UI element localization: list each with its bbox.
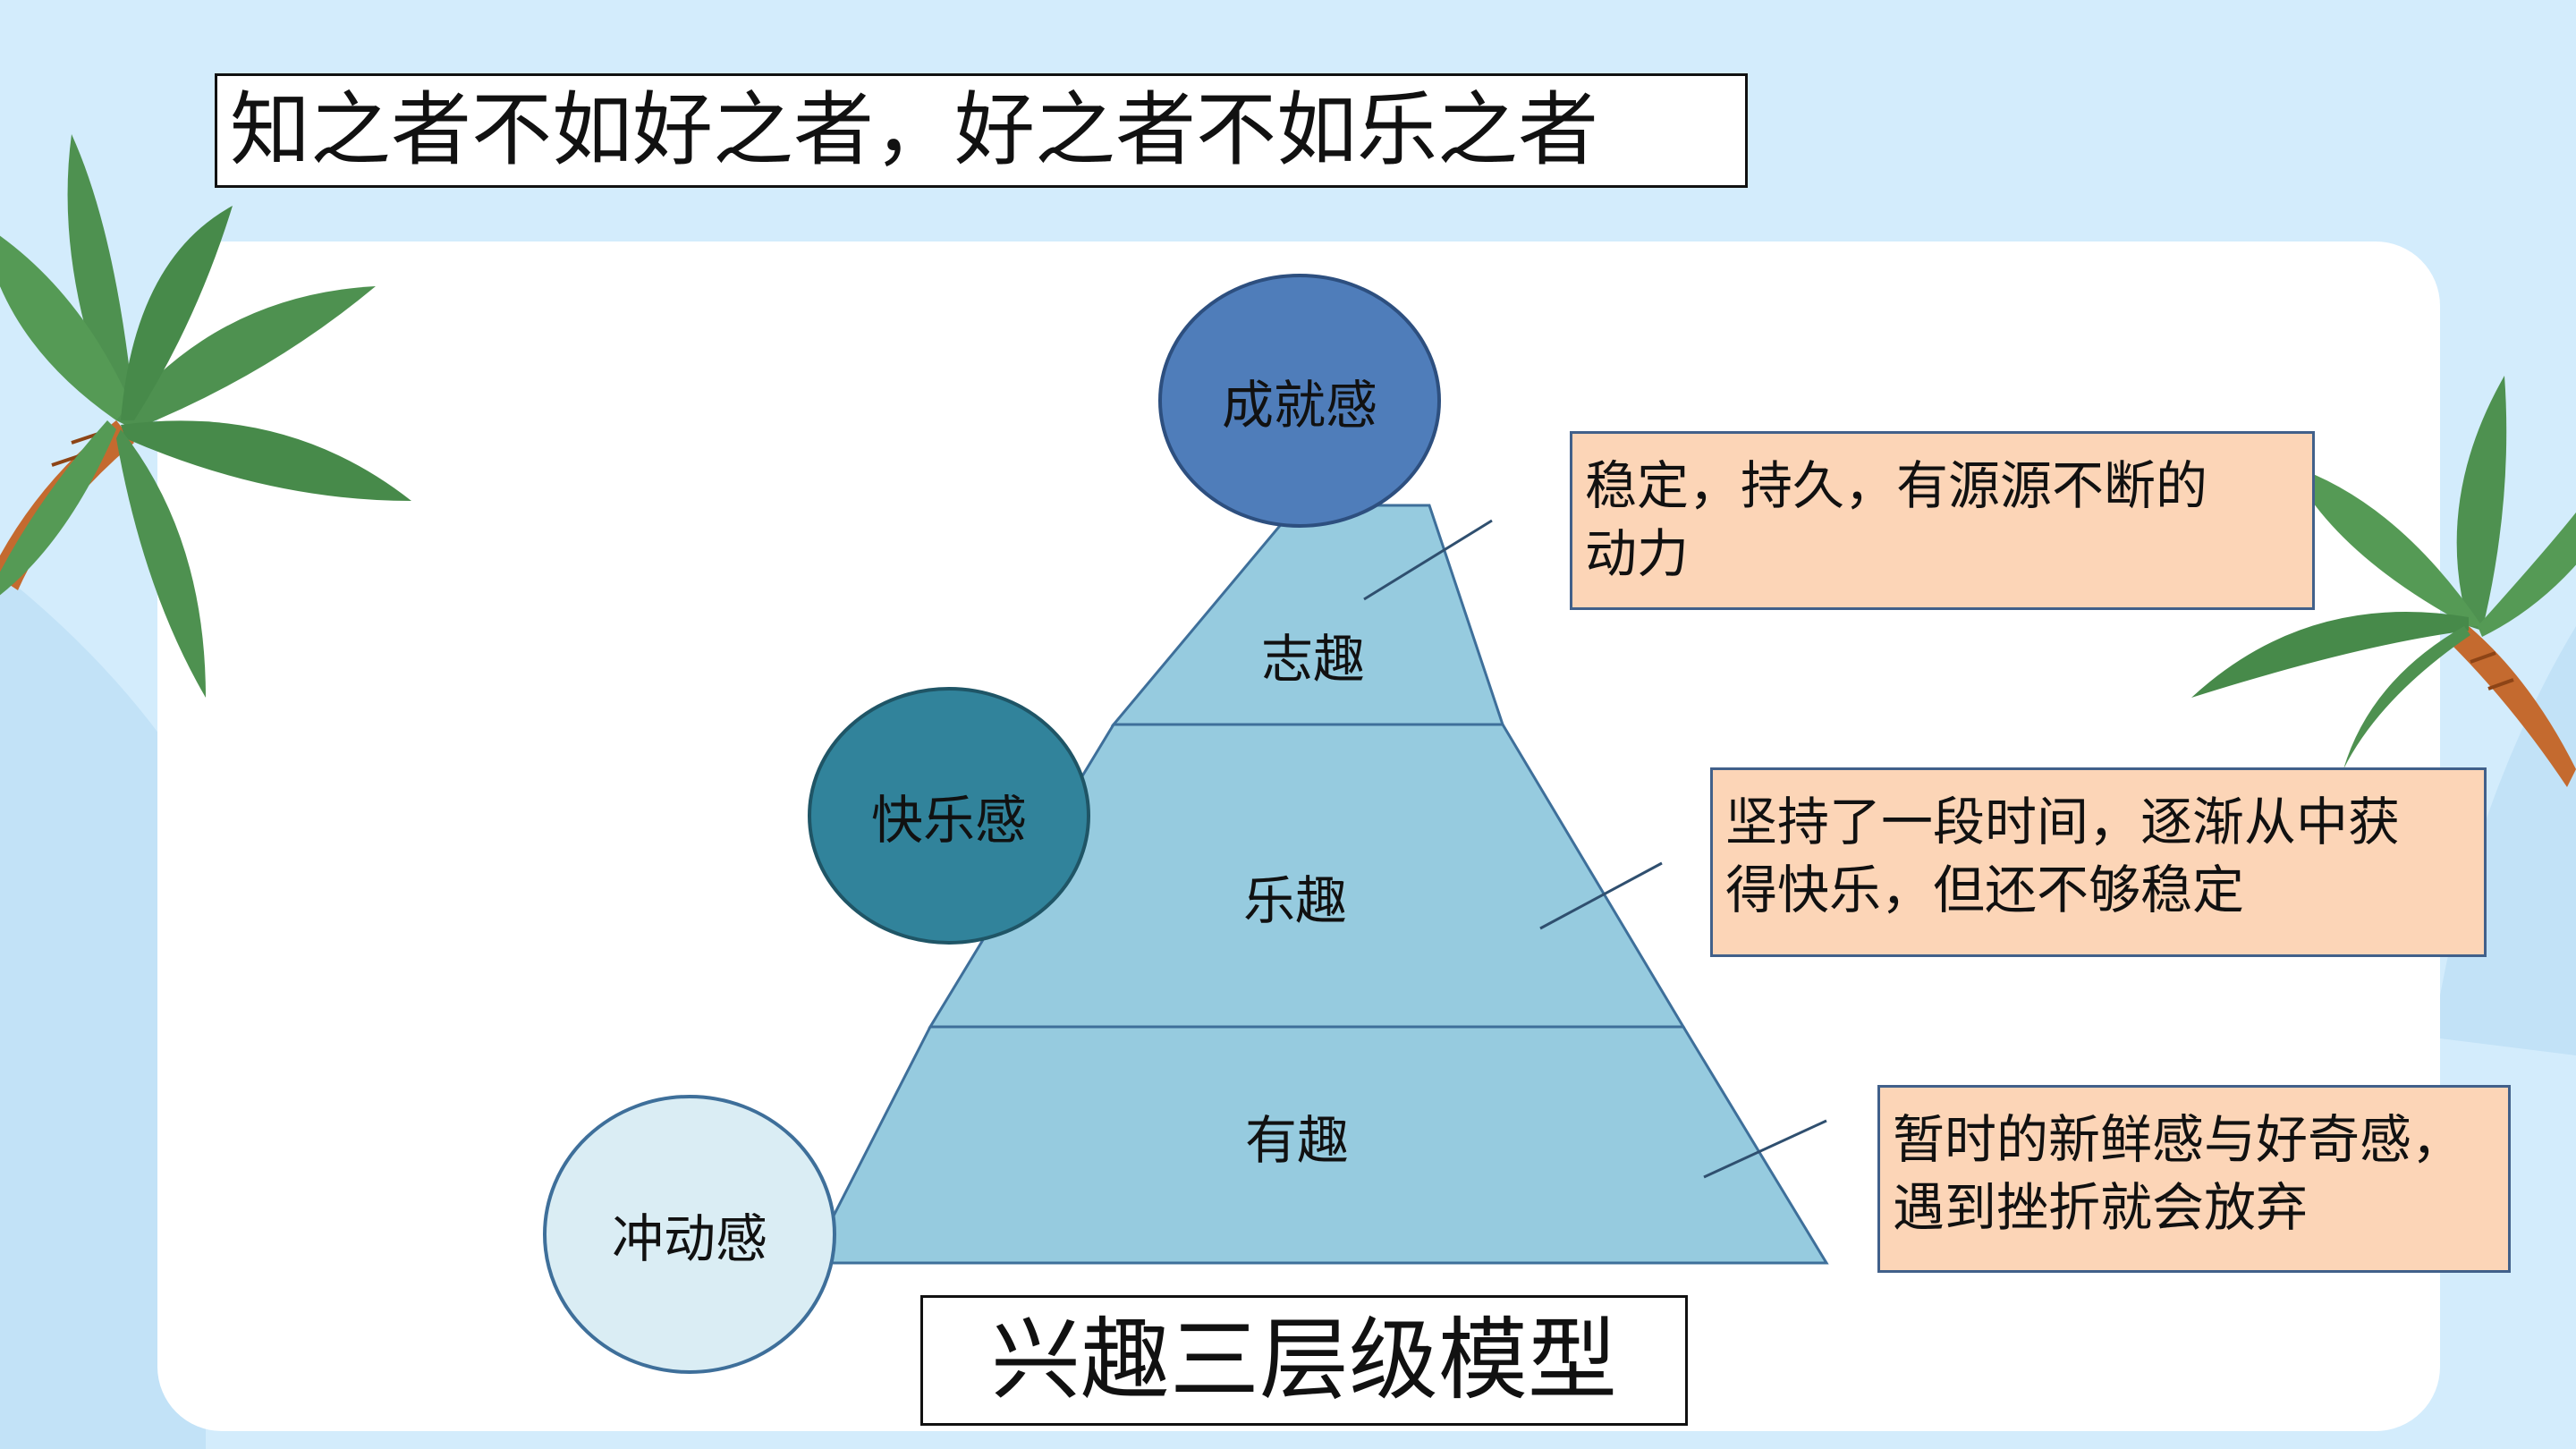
note-box-top: 稳定，持久，有源源不断的 动力 [1570,431,2315,610]
note-top-line-2: 动力 [1585,523,1690,584]
tier-label-middle: 乐趣 [1242,870,1348,931]
connector-line-bottom [1703,1119,1827,1179]
note-bottom-line-1: 暂时的新鲜感与好奇感， [1893,1109,2464,1170]
connector-line-top [1363,519,1493,601]
note-middle-line-2: 得快乐，但还不够稳定 [1725,860,2245,920]
note-bottom-line-2: 遇到挫折就会放弃 [1893,1177,2309,1238]
pyramid-tier-bottom [807,1025,1829,1265]
circle-happiness [808,687,1090,945]
note-box-bottom: 暂时的新鲜感与好奇感， 遇到挫折就会放弃 [1877,1085,2511,1273]
tier-label-bottom: 有趣 [1244,1110,1350,1171]
tier-label-top: 志趣 [1260,629,1366,690]
background-blob-left [0,572,206,1449]
connector-line-middle [1539,861,1663,930]
note-top-line-1: 稳定，持久，有源源不断的 [1585,455,2208,516]
circle-label-happiness: 快乐感 [870,790,1028,851]
circle-impulse [543,1095,836,1374]
palm-tree-left-icon [0,134,411,698]
note-middle-line-1: 坚持了一段时间，逐渐从中获 [1725,792,2401,852]
circle-achievement [1158,274,1441,528]
diagram-caption: 兴趣三层级模型 [920,1295,1688,1426]
palm-tree-right-icon [2191,376,2576,787]
note-box-middle: 坚持了一段时间，逐渐从中获 得快乐，但还不够稳定 [1710,767,2487,957]
circle-label-impulse: 冲动感 [611,1208,768,1269]
page-title: 知之者不如好之者，好之者不如乐之者 [215,73,1748,188]
circle-label-achievement: 成就感 [1221,375,1378,436]
